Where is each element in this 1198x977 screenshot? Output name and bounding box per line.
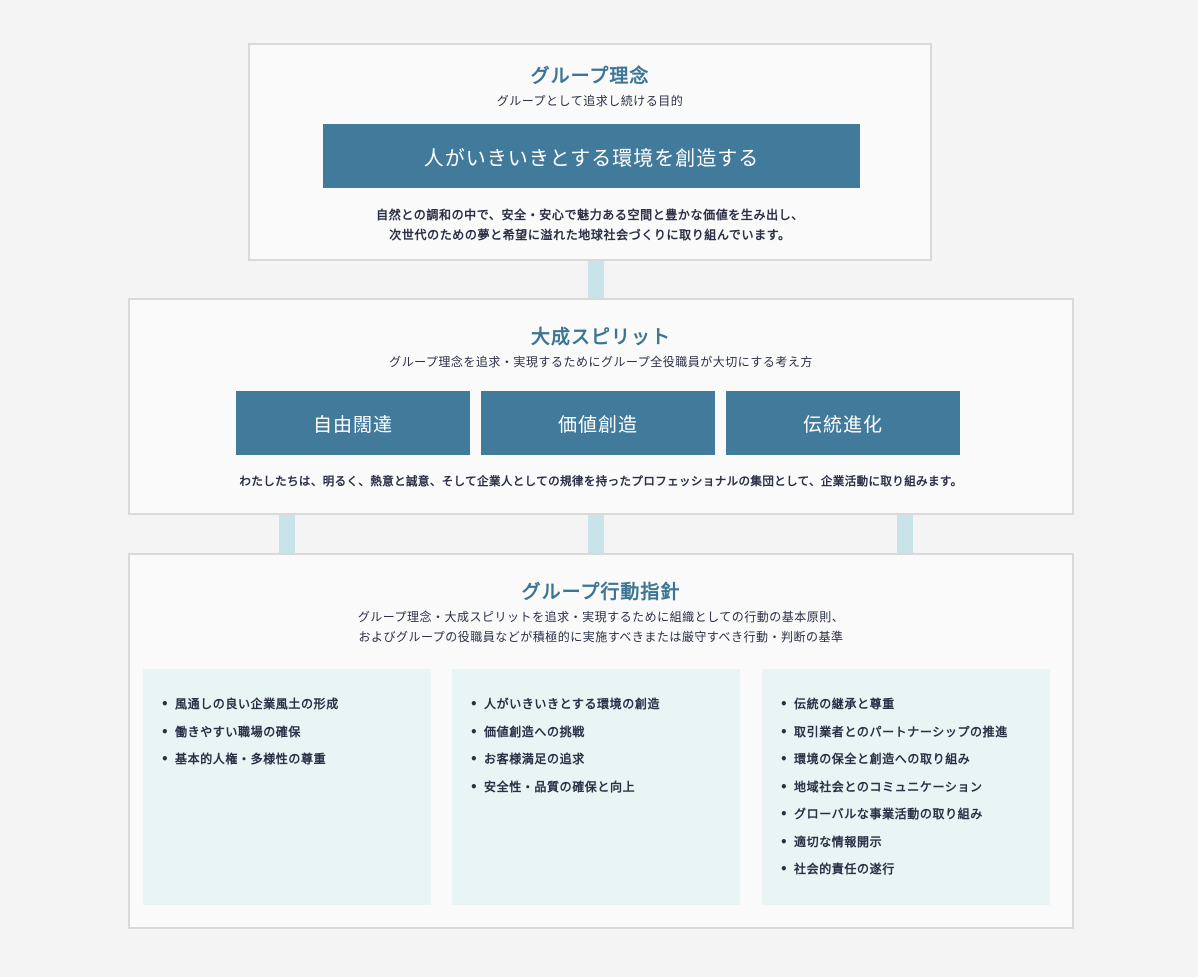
- list-item-text: 安全性・品質の確保と向上: [484, 779, 636, 794]
- group-guidelines-subtitle: グループ理念・大成スピリットを追求・実現するために組織としての行動の基本原則、 …: [130, 607, 1072, 647]
- bullet-icon: •: [780, 834, 789, 849]
- list-item: • 風通しの良い企業風土の形成: [161, 693, 431, 721]
- guidelines-column-3: • 伝統の継承と尊重 • 取引業者とのパートナーシップの推進 • 環境の保全と創造への…: [762, 669, 1050, 905]
- spirit-value-box-2: 価値創造: [481, 391, 715, 455]
- bullet-icon: •: [470, 724, 479, 739]
- list-item: • 環境の保全と創造への取り組み: [780, 748, 1050, 776]
- list-item-text: 基本的人権・多様性の尊重: [175, 752, 327, 766]
- guidelines-list-1: • 風通しの良い企業風土の形成 • 働きやすい職場の確保 • 基本的人権・多様性の尊重: [161, 693, 431, 776]
- group-philosophy-banner: 人がいきいきとする環境を創造する: [323, 124, 860, 188]
- spirit-value-box-3: 伝統進化: [726, 391, 960, 455]
- list-item: • 伝統の継承と尊重: [780, 693, 1050, 721]
- group-philosophy-description-line-1: 自然との調和の中で、安全・安心で魅力ある空間と豊かな価値を生み出し、: [376, 208, 804, 222]
- list-item-text: 働きやすい職場の確保: [175, 724, 302, 739]
- group-philosophy-card: グループ理念 グループとして追求し続ける目的 人がいきいきとする環境を創造する …: [248, 43, 932, 261]
- list-item: • 社会的責任の遂行: [780, 858, 1050, 886]
- list-item-text: 伝統の継承と尊重: [794, 697, 895, 711]
- connector-philosophy-spirit: [588, 259, 604, 300]
- bullet-icon: •: [161, 697, 170, 711]
- bullet-icon: •: [470, 779, 479, 794]
- bullet-icon: •: [780, 724, 789, 739]
- group-guidelines-subtitle-line-2: およびグループの役職員などが積極的に実施すべきまたは厳守すべき行動・判断の基準: [358, 630, 844, 644]
- group-philosophy-banner-text: 人がいきいきとする環境を創造する: [423, 145, 760, 170]
- bullet-icon: •: [470, 697, 479, 711]
- group-philosophy-title: グループ理念: [530, 65, 650, 87]
- taisei-spirit-description: わたしたちは、明るく、熱意と誠意、そして企業人としての規律を持ったプロフェッショ…: [239, 474, 963, 488]
- list-item: • 地域社会とのコミュニケーション: [780, 776, 1050, 804]
- list-item: • グローバルな事業活動の取り組み: [780, 803, 1050, 831]
- bullet-icon: •: [161, 724, 170, 739]
- group-guidelines-subtitle-line-1: グループ理念・大成スピリットを追求・実現するために組織としての行動の基本原則、: [357, 610, 845, 624]
- spirit-value-box-1: 自由闊達: [236, 391, 470, 455]
- list-item: • お客様満足の追求: [470, 748, 740, 776]
- list-item-text: 価値創造への挑戦: [484, 724, 585, 739]
- list-item-text: 風通しの良い企業風土の形成: [175, 697, 339, 711]
- bullet-icon: •: [780, 807, 789, 821]
- group-philosophy-description-line-2: 次世代のための夢と希望に溢れた地球社会づくりに取り組んでいます。: [389, 228, 791, 242]
- connector-spirit-guidelines-left: [279, 513, 295, 555]
- guidelines-column-2: • 人がいきいきとする環境の創造 • 価値創造への挑戦 • お客様満足の追求 • 安全性…: [452, 669, 740, 905]
- taisei-spirit-subtitle: グループ理念を追求・実現するためにグループ全役職員が大切にする考え方: [389, 355, 813, 369]
- spirit-value-label-3: 伝統進化: [802, 413, 883, 436]
- connector-spirit-guidelines-right: [897, 513, 913, 555]
- list-item-text: 地域社会とのコミュニケーション: [794, 779, 983, 794]
- list-item: • 基本的人権・多様性の尊重: [161, 748, 431, 776]
- group-guidelines-title: グループ行動指針: [521, 581, 681, 603]
- group-guidelines-card: グループ行動指針 グループ理念・大成スピリットを追求・実現するために組織としての…: [128, 553, 1074, 929]
- list-item-text: 人がいきいきとする環境の創造: [484, 697, 661, 711]
- bullet-icon: •: [161, 752, 170, 766]
- group-philosophy-subtitle: グループとして追求し続ける目的: [496, 94, 684, 108]
- connector-spirit-guidelines-center: [588, 513, 604, 555]
- list-item-text: 取引業者とのパートナーシップの推進: [794, 724, 1008, 739]
- list-item-text: 社会的責任の遂行: [794, 862, 895, 876]
- bullet-icon: •: [470, 752, 479, 766]
- list-item: • 適切な情報開示: [780, 831, 1050, 859]
- group-philosophy-description: 自然との調和の中で、安全・安心で魅力ある空間と豊かな価値を生み出し、 次世代のた…: [250, 205, 930, 245]
- guidelines-list-3: • 伝統の継承と尊重 • 取引業者とのパートナーシップの推進 • 環境の保全と創造への…: [780, 693, 1050, 886]
- list-item: • 人がいきいきとする環境の創造: [470, 693, 740, 721]
- guidelines-column-1: • 風通しの良い企業風土の形成 • 働きやすい職場の確保 • 基本的人権・多様性の尊重: [143, 669, 431, 905]
- list-item: • 価値創造への挑戦: [470, 721, 740, 749]
- list-item: • 取引業者とのパートナーシップの推進: [780, 721, 1050, 749]
- guidelines-list-2: • 人がいきいきとする環境の創造 • 価値創造への挑戦 • お客様満足の追求 • 安全性…: [470, 693, 740, 803]
- spirit-value-label-1: 自由闊達: [312, 413, 393, 436]
- taisei-spirit-title: 大成スピリット: [530, 326, 671, 348]
- list-item-text: お客様満足の追求: [484, 752, 585, 766]
- list-item: • 働きやすい職場の確保: [161, 721, 431, 749]
- bullet-icon: •: [780, 862, 789, 876]
- list-item: • 安全性・品質の確保と向上: [470, 776, 740, 804]
- bullet-icon: •: [780, 779, 789, 794]
- bullet-icon: •: [780, 752, 789, 766]
- list-item-text: グローバルな事業活動の取り組み: [794, 807, 983, 821]
- bullet-icon: •: [780, 697, 789, 711]
- list-item-text: 環境の保全と創造への取り組み: [794, 752, 971, 766]
- list-item-text: 適切な情報開示: [794, 834, 883, 849]
- spirit-value-label-2: 価値創造: [557, 413, 638, 436]
- taisei-spirit-card: 大成スピリット グループ理念を追求・実現するためにグループ全役職員が大切にする考…: [128, 298, 1074, 515]
